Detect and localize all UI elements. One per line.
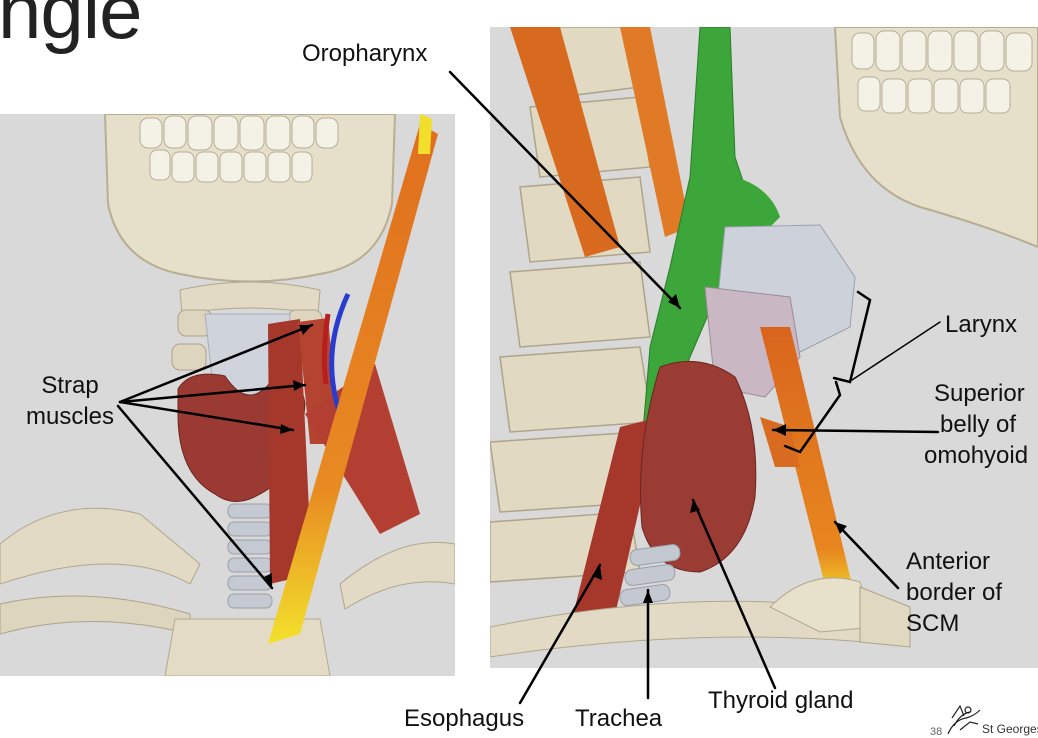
slide-number: 38	[930, 726, 942, 738]
label-strap-line-2: muscles	[18, 401, 122, 432]
label-strap-line-1: Strap	[18, 370, 122, 401]
slide-title-fragment: ngle	[0, 0, 141, 57]
label-anterior-line-2: border of	[906, 577, 1002, 608]
label-superior-line-3: omohyoid	[924, 440, 1028, 471]
label-oropharynx: Oropharynx	[302, 38, 427, 69]
label-superior-line-2: belly of	[932, 409, 1028, 440]
label-thyroid-gland: Thyroid gland	[708, 685, 853, 716]
institution-logo: 38 St Georges	[930, 700, 1038, 738]
label-anterior-line-1: Anterior	[906, 546, 1002, 577]
label-larynx: Larynx	[945, 309, 1017, 340]
label-superior-belly-omohyoid: Superior belly of omohyoid	[932, 378, 1028, 471]
label-strap-muscles: Strap muscles	[18, 370, 122, 432]
label-esophagus: Esophagus	[404, 703, 524, 734]
label-anterior-line-3: SCM	[906, 608, 1002, 639]
label-trachea: Trachea	[575, 703, 662, 734]
label-anterior-border-scm: Anterior border of SCM	[906, 546, 1002, 639]
logo-text: St Georges	[982, 722, 1038, 736]
label-superior-line-1: Superior	[932, 378, 1028, 409]
